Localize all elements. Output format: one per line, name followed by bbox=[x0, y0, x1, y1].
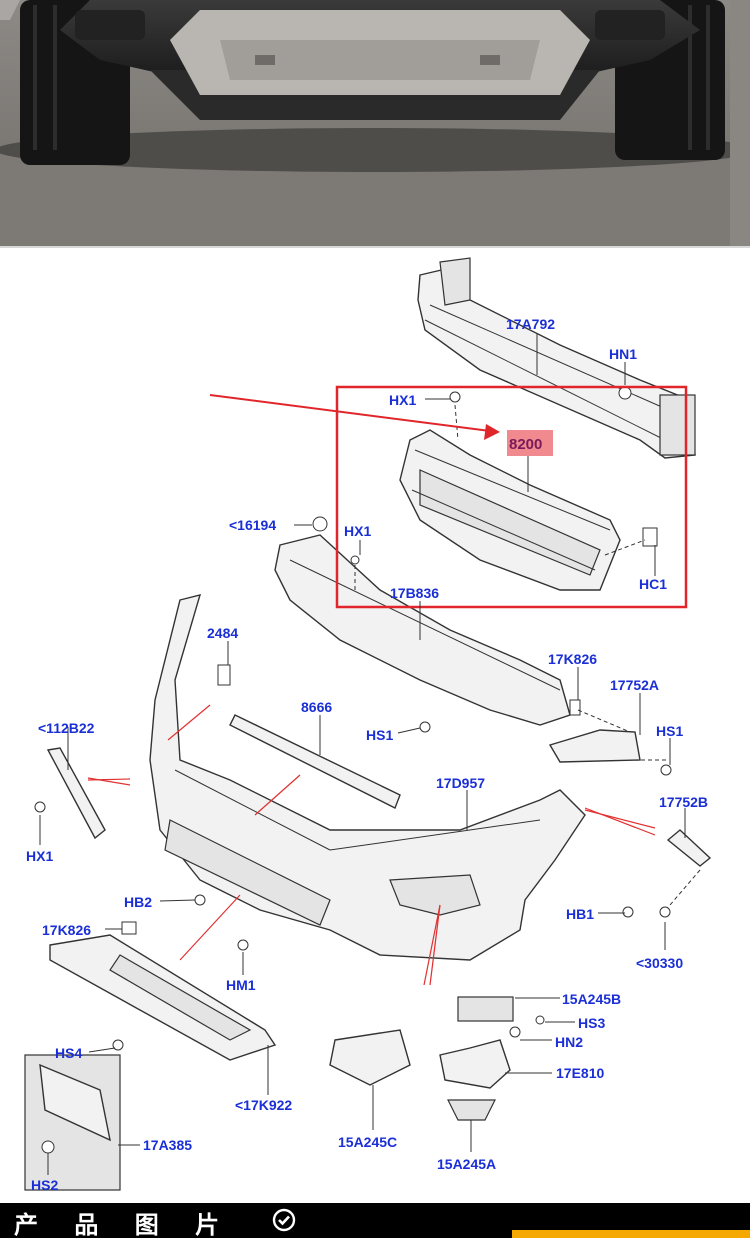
label-17752a: 17752A bbox=[610, 677, 659, 693]
fog-grille-15a245b bbox=[457, 996, 514, 1022]
label-hs3: HS3 bbox=[578, 1015, 605, 1031]
fog-bezel-15a245c bbox=[329, 1029, 411, 1086]
plate-bracket-17a385 bbox=[39, 1063, 111, 1142]
energy-absorber-17b836 bbox=[274, 534, 571, 726]
label-17a385: 17A385 bbox=[143, 1137, 192, 1153]
label-17d957: 17D957 bbox=[436, 775, 485, 791]
side-bracket-112b22 bbox=[46, 747, 106, 840]
accent-bar bbox=[512, 1230, 750, 1238]
label-112b22: <112B22 bbox=[38, 720, 95, 736]
label-17k826-bottom: 17K826 bbox=[42, 922, 91, 938]
section-title: 产 品 图 片 bbox=[14, 1211, 234, 1239]
trim-17752b bbox=[666, 829, 712, 867]
label-hs1-left: HS1 bbox=[366, 727, 393, 743]
label-8200: 8200 bbox=[509, 436, 542, 453]
label-17a792: 17A792 bbox=[506, 316, 555, 332]
label-2484: 2484 bbox=[207, 625, 238, 641]
label-17k826-top: 17K826 bbox=[548, 651, 597, 667]
label-hb2: HB2 bbox=[124, 894, 152, 910]
highlight-arrow bbox=[209, 394, 491, 432]
highlight-arrowhead bbox=[484, 424, 500, 440]
label-hn1: HN1 bbox=[609, 346, 637, 362]
label-16194: <16194 bbox=[229, 517, 276, 533]
label-hb1: HB1 bbox=[566, 906, 594, 922]
lamp-housing-17e810 bbox=[439, 1039, 511, 1089]
label-15a245b: 15A245B bbox=[562, 991, 621, 1007]
label-30330: <30330 bbox=[636, 955, 683, 971]
label-17e810: 17E810 bbox=[556, 1065, 604, 1081]
label-hs4: HS4 bbox=[55, 1045, 82, 1061]
parts-diagram: 17A792 HN1 HX1 8200 <16194 HX1 HC1 17B83… bbox=[24, 257, 712, 1193]
grille-8200 bbox=[399, 429, 621, 591]
highlight-label-bg bbox=[507, 430, 553, 456]
section-header-bar: 产 品 图 片 bbox=[0, 1203, 750, 1239]
bumper-photo bbox=[0, 0, 750, 248]
trim-17752a bbox=[548, 729, 641, 763]
assembly-lines bbox=[354, 404, 701, 906]
leader-lines bbox=[39, 333, 686, 1175]
highlight-box bbox=[335, 385, 688, 609]
label-17752b: 17752B bbox=[659, 794, 708, 810]
bracket-strip-8666 bbox=[229, 714, 401, 809]
label-15a245a: 15A245A bbox=[437, 1156, 496, 1172]
label-hx1-left: HX1 bbox=[26, 848, 53, 864]
label-hs1-right: HS1 bbox=[656, 723, 683, 739]
label-8666: 8666 bbox=[301, 699, 332, 715]
label-hn2: HN2 bbox=[555, 1034, 583, 1050]
label-15a245c: 15A245C bbox=[338, 1134, 397, 1150]
label-hc1: HC1 bbox=[639, 576, 667, 592]
label-hx1-top: HX1 bbox=[389, 392, 416, 408]
red-pointers bbox=[87, 704, 656, 986]
label-17k922: <17K922 bbox=[235, 1097, 292, 1113]
fog-grille-15a245a bbox=[447, 1099, 496, 1121]
label-hs2: HS2 bbox=[31, 1177, 58, 1193]
label-hm1: HM1 bbox=[226, 977, 256, 993]
label-17b836: 17B836 bbox=[390, 585, 439, 601]
reinforcement-beam-17a792 bbox=[417, 257, 696, 459]
fasteners bbox=[34, 386, 672, 1154]
check-circle-icon bbox=[272, 1208, 296, 1232]
bumper-cover-17d957 bbox=[149, 594, 586, 961]
undertray-inner bbox=[109, 954, 252, 1041]
label-hx1-mid: HX1 bbox=[344, 523, 371, 539]
